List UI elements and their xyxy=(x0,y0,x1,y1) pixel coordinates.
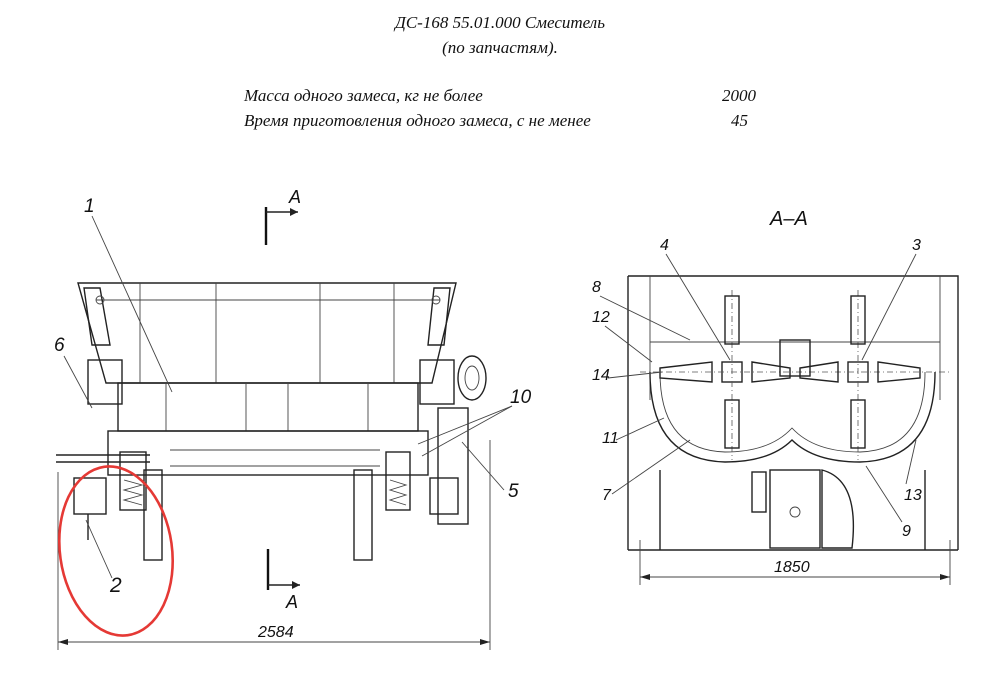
bolt xyxy=(431,295,441,305)
right-cylinder xyxy=(429,477,459,515)
leader-5 xyxy=(461,441,505,491)
left-valve-assembly xyxy=(119,451,147,511)
dimension-arrowhead xyxy=(940,574,950,580)
section-mark-bottom: А xyxy=(285,592,298,612)
callout-3: 3 xyxy=(912,237,921,254)
section-width-label: 1850 xyxy=(774,559,810,576)
right-paddle-arm-left xyxy=(799,361,839,383)
leader-14 xyxy=(607,371,663,379)
right-leg xyxy=(353,469,373,561)
left-paddle-arm-left xyxy=(659,361,713,383)
mix-time-label: Время приготовления одного замеса, с не … xyxy=(244,111,591,130)
leader-12 xyxy=(604,325,653,363)
width-dimension-label: 2584 xyxy=(257,624,294,641)
leader-4 xyxy=(665,253,731,361)
gate-flap xyxy=(821,469,855,549)
right-paddle-arm-right xyxy=(877,361,921,383)
part-2-highlight-circle xyxy=(57,465,175,637)
leader-13 xyxy=(905,439,917,485)
section-arrowhead-top xyxy=(290,208,298,216)
callout-8: 8 xyxy=(592,279,601,296)
callout-7: 7 xyxy=(602,487,612,504)
gate-spring-housing xyxy=(751,471,767,513)
right-motor-column xyxy=(437,407,469,525)
hopper-body xyxy=(77,282,457,384)
leader-10b xyxy=(421,405,513,457)
leader-2 xyxy=(85,519,113,579)
left-paddle-lower xyxy=(724,399,740,449)
leader-10a xyxy=(417,405,513,445)
callout-13: 13 xyxy=(904,487,922,504)
leader-1 xyxy=(91,215,173,393)
callout-2: 2 xyxy=(109,574,122,597)
discharge-gate xyxy=(769,469,821,549)
right-drive-pulley xyxy=(457,355,487,401)
section-arrowhead-bottom xyxy=(292,581,300,589)
leader-7 xyxy=(611,439,691,495)
callout-1: 1 xyxy=(84,196,95,217)
mass-label: Масса одного замеса, кг не более xyxy=(244,86,483,105)
callout-12: 12 xyxy=(592,309,610,326)
callout-10: 10 xyxy=(510,387,532,408)
center-block xyxy=(779,339,811,377)
left-cylinder xyxy=(73,477,107,515)
left-paddle-arm-right xyxy=(751,361,791,383)
mix-time-value: 45 xyxy=(731,111,748,130)
housing-outline xyxy=(627,275,959,550)
lower-frame xyxy=(107,430,429,476)
leader-8 xyxy=(599,295,691,341)
twin-trough xyxy=(649,371,936,463)
callout-9: 9 xyxy=(902,523,911,540)
right-valve-assembly xyxy=(385,451,411,511)
pulley-hub xyxy=(464,365,480,391)
left-gear-housing xyxy=(87,359,123,405)
left-leg xyxy=(143,469,163,561)
spring xyxy=(122,479,144,506)
front-view: А xyxy=(54,187,532,650)
section-view-title: А–А xyxy=(769,208,808,230)
leader-6 xyxy=(63,355,93,409)
drawing-subtitle: (по запчастям). xyxy=(442,38,558,57)
callout-6: 6 xyxy=(54,335,65,356)
gate-pivot xyxy=(789,506,801,518)
section-mark-top: А xyxy=(288,187,301,207)
callout-11: 11 xyxy=(602,430,619,447)
left-paddle-upper xyxy=(724,295,740,345)
dimension-arrowhead xyxy=(640,574,650,580)
leader-11 xyxy=(615,417,665,441)
right-bracket xyxy=(427,287,451,346)
trough-liner xyxy=(659,371,926,453)
right-gear-housing xyxy=(419,359,455,405)
leader-9 xyxy=(865,465,903,523)
trough-body xyxy=(117,382,419,432)
drawing-title: ДС-168 55.01.000 Смеситель xyxy=(395,13,605,32)
mass-value: 2000 xyxy=(722,86,756,105)
right-paddle-lower xyxy=(850,399,866,449)
dimension-arrowhead xyxy=(480,639,490,645)
spring xyxy=(388,479,408,506)
left-bracket xyxy=(83,287,111,346)
callout-14: 14 xyxy=(592,367,610,384)
right-paddle-upper xyxy=(850,295,866,345)
section-view: А–А xyxy=(592,208,959,585)
callout-5: 5 xyxy=(508,481,519,502)
dimension-arrowhead xyxy=(58,639,68,645)
leader-3 xyxy=(861,253,917,361)
callout-4: 4 xyxy=(660,237,669,254)
bolt xyxy=(95,295,105,305)
